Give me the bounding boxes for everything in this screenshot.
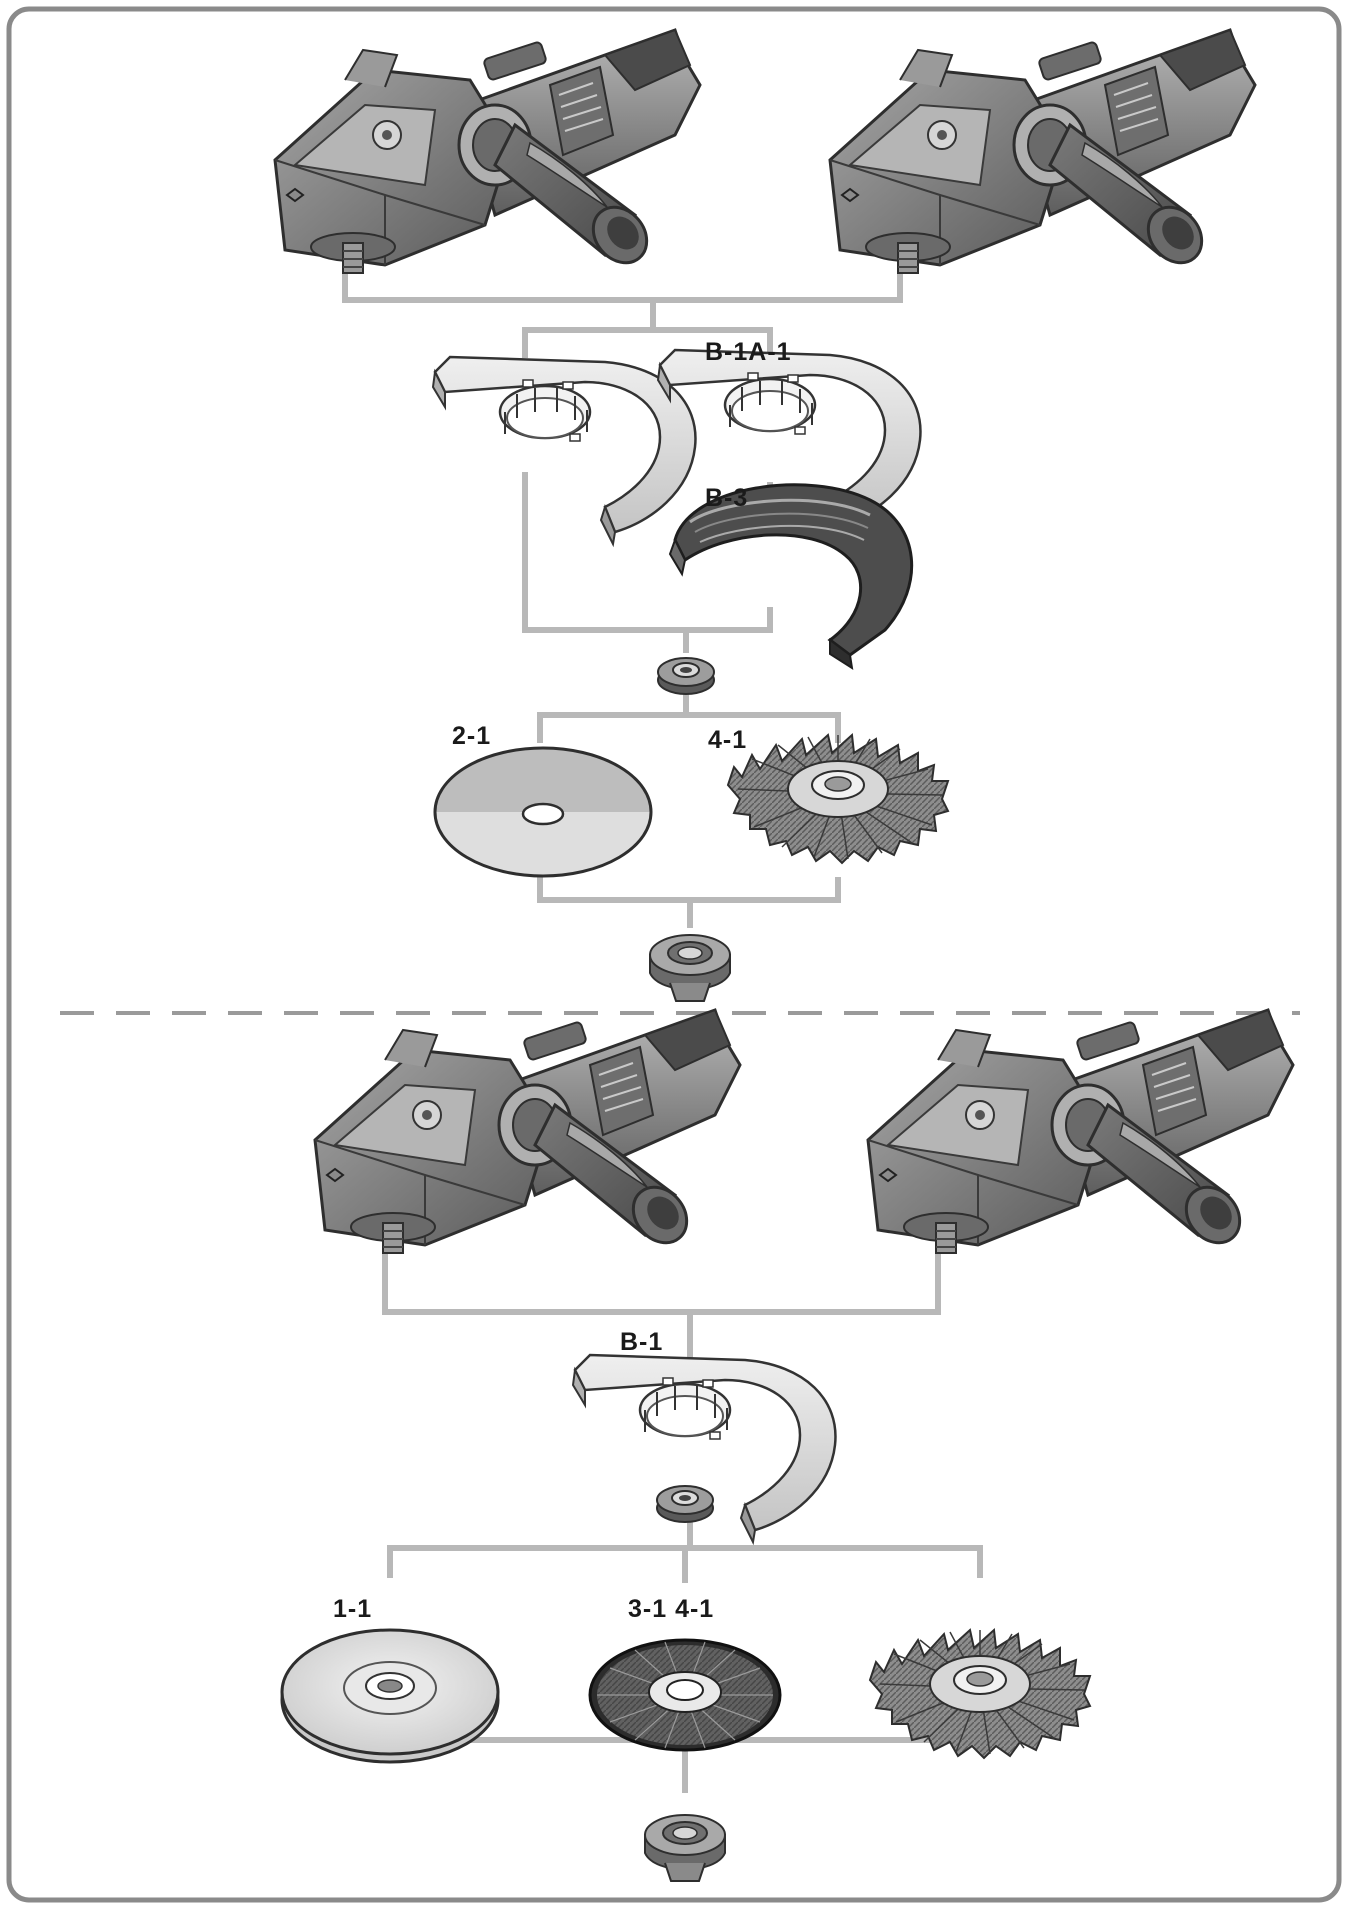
mounting-flange-icon — [656, 1485, 714, 1523]
label-4-1-top: 4-1 — [708, 726, 747, 754]
fibre-disc-icon — [588, 1638, 782, 1752]
clamping-nut-icon — [644, 1814, 726, 1882]
label-b1a1: B-1A-1 — [705, 338, 792, 366]
label-b3: B-3 — [705, 484, 748, 512]
label-3-1-4-1: 3-1 4-1 — [628, 1595, 714, 1623]
cutting-disc-icon — [433, 746, 653, 878]
mounting-flange-icon — [657, 657, 715, 695]
cutting-guard-icon — [668, 483, 914, 671]
grinder-icon — [273, 28, 702, 275]
label-b1: B-1 — [620, 1328, 663, 1356]
grinder-icon — [313, 1008, 742, 1255]
wheel-guard-icon — [431, 355, 697, 546]
grinder-icon — [828, 28, 1257, 275]
backing-pad-icon — [280, 1628, 500, 1764]
outer-frame — [6, 6, 1342, 1903]
grinder-icon — [866, 1008, 1295, 1255]
label-2-1: 2-1 — [452, 722, 491, 750]
clamping-nut-icon — [649, 934, 731, 1002]
wire-brush-icon — [727, 734, 949, 864]
connector-lines-top — [342, 272, 903, 928]
label-1-1: 1-1 — [333, 1595, 372, 1623]
